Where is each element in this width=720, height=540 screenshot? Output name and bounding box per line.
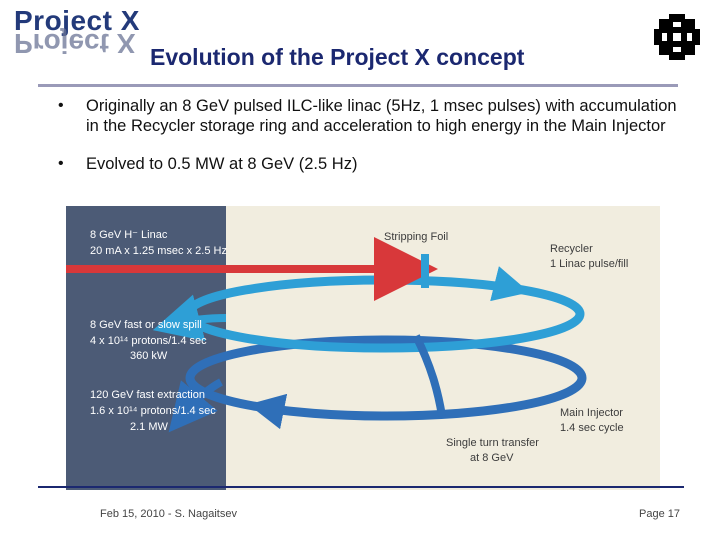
bullet-item: • Originally an 8 GeV pulsed ILC-like li… [58, 96, 678, 136]
stripping-foil-icon [421, 254, 429, 288]
page-number: Page 17 [639, 508, 680, 520]
bullet-list: • Originally an 8 GeV pulsed ILC-like li… [58, 96, 678, 192]
linac-parameters: 20 mA x 1.25 msec x 2.5 Hz [90, 245, 227, 257]
spill-power-label: 360 kW [130, 350, 168, 362]
fast-extraction-line [168, 378, 223, 433]
linac-label: 8 GeV H⁻ Linac [90, 229, 168, 241]
logo-text: Project X [14, 5, 140, 36]
main-injector-label: Main Injector [560, 407, 623, 419]
logo-reflection: Project X [14, 28, 136, 59]
slide-title: Evolution of the Project X concept [150, 44, 525, 70]
recycler-direction-arrow [490, 266, 530, 302]
extraction-protons-label: 1.6 x 10¹⁴ protons/1.4 sec [90, 405, 216, 417]
bullet-dot: • [58, 97, 64, 114]
extraction-power-label: 2.1 MW [130, 421, 169, 433]
transfer-label: Single turn transfer [446, 437, 539, 449]
main-injector-cycle-label: 1.4 sec cycle [560, 422, 624, 434]
transfer-energy-label: at 8 GeV [470, 452, 514, 464]
footer-rule [38, 486, 684, 488]
bullet-text: Originally an 8 GeV pulsed ILC-like lina… [86, 97, 677, 135]
extraction-label: 120 GeV fast extraction [90, 389, 205, 401]
bullet-item: • Evolved to 0.5 MW at 8 GeV (2.5 Hz) [58, 154, 678, 174]
footer-author: Feb 15, 2010 - S. Nagaitsev [100, 508, 237, 520]
spill-extraction-line [152, 294, 227, 342]
bullet-dot: • [58, 155, 64, 172]
fermilab-logo-icon [652, 12, 702, 62]
spill-protons-label: 4 x 10¹⁴ protons/1.4 sec [90, 335, 207, 347]
bullet-text: Evolved to 0.5 MW at 8 GeV (2.5 Hz) [86, 155, 358, 173]
project-x-logo: Project X Project X [14, 5, 144, 60]
main-injector-direction-arrow [248, 393, 288, 430]
spill-label: 8 GeV fast or slow spill [90, 319, 202, 331]
transfer-line [412, 334, 446, 417]
recycler-label: Recycler [550, 243, 593, 255]
recycler-fill-label: 1 Linac pulse/fill [550, 258, 628, 270]
accelerator-diagram: 8 GeV H⁻ Linac 20 mA x 1.25 msec x 2.5 H… [66, 206, 660, 490]
stripping-foil-label: Stripping Foil [384, 231, 448, 243]
main-injector-ring [185, 335, 587, 421]
title-underline [38, 84, 678, 87]
